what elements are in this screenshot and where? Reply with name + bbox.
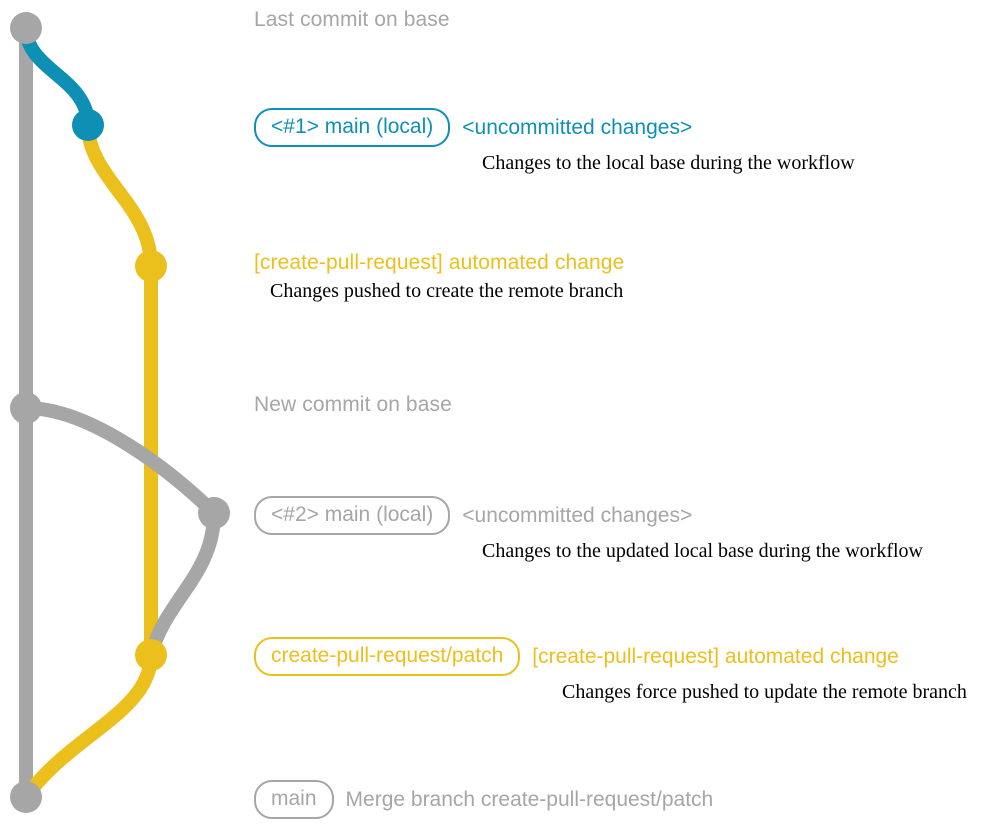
branch-badge-patch[interactable]: create-pull-request/patch [254, 637, 521, 676]
commit-row-base-last: Last commit on base [254, 7, 450, 32]
commit-subject: Last commit on base [254, 8, 450, 31]
edge-base-to-local1 [19, 21, 95, 132]
commit-subject: [create-pull-request] automated change [254, 251, 625, 274]
commit-subject: Merge branch create-pull-request/patch [345, 788, 714, 811]
commit-node-patch-2[interactable] [135, 639, 167, 671]
edge-base-to-local2 [19, 401, 221, 520]
commit-row-patch-1: [create-pull-request] automated change C… [254, 250, 624, 303]
commit-note: Changes force pushed to update the remot… [562, 681, 967, 703]
graph-nodes [10, 12, 230, 813]
commit-headline: create-pull-request/patch [create-pull-r… [254, 637, 967, 676]
commit-headline: main Merge branch create-pull-request/pa… [254, 780, 713, 819]
commit-node-base-last[interactable] [10, 12, 42, 44]
commit-row-base-new: New commit on base [254, 392, 452, 417]
commit-headline: <#1> main (local) <uncommitted changes> [254, 108, 855, 147]
commit-node-local-1[interactable] [72, 109, 104, 141]
commit-subject: New commit on base [254, 393, 452, 416]
graph-edges [19, 21, 221, 804]
commit-node-base-new[interactable] [10, 392, 42, 424]
commit-subject: <uncommitted changes> [462, 504, 693, 527]
edge-local2-to-patch [144, 506, 221, 662]
commit-node-patch-1[interactable] [135, 250, 167, 282]
commit-note: Changes to the local base during the wor… [482, 152, 855, 174]
commit-subject: <uncommitted changes> [462, 116, 693, 139]
commit-row-local-2: <#2> main (local) <uncommitted changes> … [254, 496, 923, 563]
commit-row-local-1: <#1> main (local) <uncommitted changes> … [254, 108, 855, 175]
branch-badge-local-1[interactable]: <#1> main (local) [254, 108, 451, 147]
commit-node-local-2[interactable] [198, 497, 230, 529]
branch-badge-main[interactable]: main [254, 780, 334, 819]
commit-note: Changes pushed to create the remote bran… [270, 280, 624, 302]
commit-note: Changes to the updated local base during… [482, 540, 923, 562]
commit-node-merge-main[interactable] [10, 781, 42, 813]
edge-local1-to-patch [81, 118, 158, 273]
branch-badge-local-2[interactable]: <#2> main (local) [254, 496, 451, 535]
commit-headline: <#2> main (local) <uncommitted changes> [254, 496, 923, 535]
commit-subject: [create-pull-request] automated change [532, 645, 899, 668]
edge-patch-to-merge [19, 648, 158, 804]
commit-row-patch-2: create-pull-request/patch [create-pull-r… [254, 637, 967, 704]
commit-row-merge-main: main Merge branch create-pull-request/pa… [254, 780, 713, 819]
